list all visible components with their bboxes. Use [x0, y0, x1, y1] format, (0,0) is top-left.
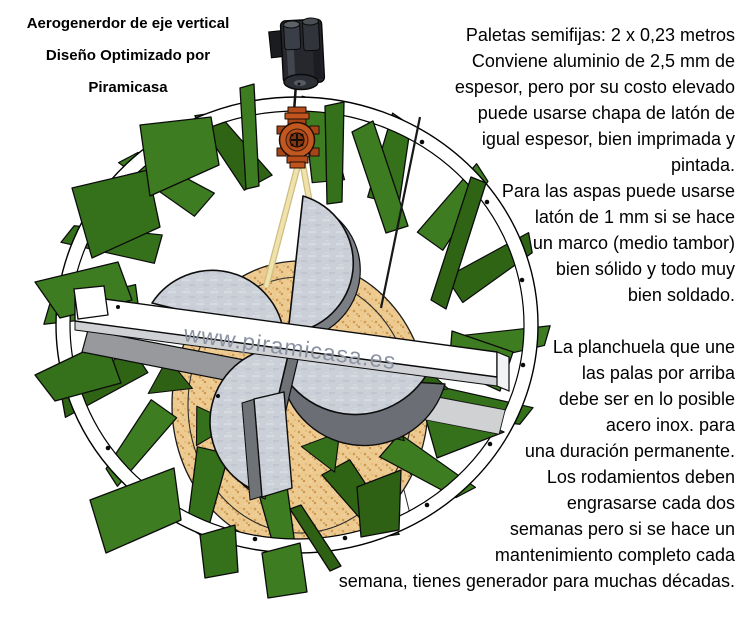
crossbar-bolt	[116, 305, 120, 309]
note-line: Para las aspas puede usarse	[501, 181, 735, 201]
title-block: Aerogenerdor de eje vertical Diseño Opti…	[6, 8, 250, 104]
crossbar-end-cap-left	[73, 285, 109, 320]
note-line-spacer	[295, 308, 735, 334]
note-line: puede usarse chapa de latón de	[477, 103, 735, 123]
note-line: una duración permanente.	[524, 441, 735, 461]
annotation-text: Paletas semifijas: 2 x 0,23 metros Convi…	[295, 22, 735, 594]
support-rod	[379, 116, 422, 309]
note-line: latón de 1 mm si se hace	[534, 207, 735, 227]
note-line: igual espesor, bien imprimada y	[481, 129, 735, 149]
note-line: bien sólido y todo muy	[555, 259, 735, 279]
note-line: Paletas semifijas: 2 x 0,23 metros	[465, 25, 735, 45]
note-line: semanas pero si se hace un	[509, 519, 735, 539]
note-line: Conviene aluminio de 2,5 mm de	[471, 51, 735, 71]
note-line: un marco (medio tambor)	[532, 233, 735, 253]
note-line: engrasarse cada dos	[566, 493, 735, 513]
cup-fin	[253, 391, 293, 498]
note-line: pintada.	[670, 155, 735, 175]
note-line: Los rodamientos deben	[546, 467, 735, 487]
note-line: debe ser en lo posible	[558, 389, 735, 409]
page-title: Aerogenerdor de eje vertical	[26, 15, 230, 32]
crossbar-main	[73, 285, 510, 398]
page-subtitle: Diseño Optimizado por Piramicasa	[45, 47, 211, 96]
note-line: bien soldado.	[627, 285, 735, 305]
generator-motor	[268, 17, 326, 91]
note-line: las palas por arriba	[581, 363, 735, 383]
cup-bolt	[216, 394, 220, 398]
note-line: acero inox. para	[605, 415, 735, 435]
crossbar-end-cap-right	[496, 351, 510, 392]
note-line: semana, tienes generador para muchas déc…	[338, 571, 735, 591]
note-line: La planchuela que une	[552, 337, 735, 357]
note-line: mantenimiento completo cada	[494, 545, 735, 565]
bearing-hub	[276, 83, 320, 169]
note-line: espesor, pero por su costo elevado	[454, 77, 735, 97]
